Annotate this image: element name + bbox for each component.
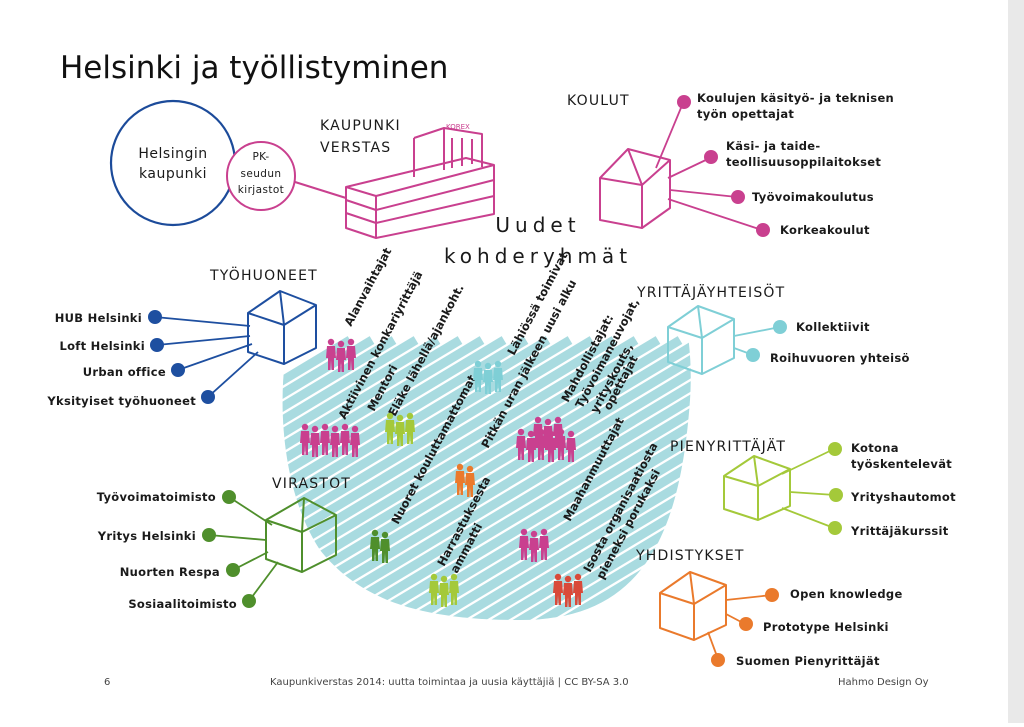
koulut-connectors [655, 102, 763, 231]
tyohuoneet-item-4: Yksityiset työhuoneet [46, 394, 196, 408]
pienyrittajat-label: PIENYRITTÄJÄT [670, 437, 786, 455]
virastot-connectors [208, 496, 279, 602]
stripe [950, 340, 1008, 640]
yrittajayhteisot-label: YRITTÄJÄYHTEISÖT [636, 283, 785, 301]
virastot-dots [202, 490, 256, 608]
yhdistykset-label: YHDISTYKSET [635, 548, 745, 564]
virastot-item-3: Nuorten Respa [120, 565, 220, 579]
stripe [463, 336, 691, 620]
yrittajayhteisot-dots [746, 320, 787, 362]
virastot-house-icon [265, 497, 337, 573]
stripe [282, 336, 683, 620]
virastot-item-1: Työvoimatoimisto [97, 490, 216, 504]
stripe [282, 336, 397, 620]
libraries-connector [294, 181, 347, 199]
stripe [353, 336, 691, 620]
tyohuoneet-connectors [154, 316, 259, 398]
stripe [282, 336, 375, 620]
yhdistykset-dots [711, 588, 779, 667]
koulut-item-2a: Käsi- ja taide- [726, 139, 820, 153]
koulut-item-2b: teollisuusoppilaitokset [726, 155, 881, 169]
libraries-line2: seudun [241, 168, 282, 180]
stripe [375, 336, 691, 620]
stripe [419, 336, 691, 620]
koulut-label: KOULUT [567, 93, 630, 109]
stripe [331, 336, 691, 620]
pienyrittajat-item-1b: työskentelevät [851, 457, 952, 471]
koulut-item-1a: Koulujen käsityö- ja teknisen [697, 91, 894, 105]
stripe [282, 336, 463, 620]
kaupunkiverstas-building-icon [345, 127, 495, 239]
stripe [282, 336, 419, 620]
stripe [441, 336, 691, 620]
city-label-line2: kaupunki [139, 166, 207, 182]
stripe [282, 336, 441, 620]
stripe [397, 336, 691, 620]
tyohuoneet-dots [148, 310, 215, 404]
stripe [282, 336, 595, 620]
yhdistykset-house-icon [659, 571, 727, 641]
kaupunkiverstas-sign: KOREX [446, 123, 470, 131]
stripe [309, 336, 691, 620]
yrittajayhteisot-item-1: Kollektiivit [796, 320, 870, 334]
slide: Helsinki ja työllistyminen Helsingin kau… [46, 50, 1008, 688]
tyohuoneet-house-icon [247, 290, 317, 365]
stripe [282, 336, 617, 620]
stripe [282, 336, 639, 620]
yhdistykset-item-3: Suomen Pienyrittäjät [736, 654, 880, 668]
center-title-line1: Uudet [495, 213, 580, 237]
yhdistykset-item-1: Open knowledge [790, 587, 903, 601]
stripe [507, 336, 691, 620]
tg-alanvaihtajat: Alanvaihtajat [341, 245, 394, 329]
libraries-line1: PK- [252, 151, 269, 163]
tyohuoneet-item-2: Loft Helsinki [59, 339, 145, 353]
diagram-canvas: Helsinki ja työllistyminen Helsingin kau… [46, 50, 1008, 688]
stripe [282, 336, 661, 620]
koulut-item-3: Työvoimakoulutus [752, 190, 874, 204]
tyohuoneet-item-1: HUB Helsinki [55, 311, 142, 325]
tyohuoneet-item-3: Urban office [83, 365, 166, 379]
pienyrittajat-dots [828, 442, 843, 535]
yrittajayhteisot-item-2: Roihuvuoren yhteisö [770, 351, 910, 365]
stripe [282, 336, 507, 620]
libraries-line3: kirjastot [238, 184, 284, 196]
pienyrittajat-item-2: Yrityshautomot [850, 490, 956, 504]
stripe [529, 336, 691, 620]
pienyrittajat-item-3: Yrittäjäkurssit [850, 524, 949, 538]
koulut-dots [677, 95, 770, 237]
city-label-line1: Helsingin [138, 146, 207, 162]
kaupunkiverstas-label-line2: VERSTAS [320, 140, 391, 156]
footer-company: Hahmo Design Oy [838, 677, 929, 688]
stripe [282, 336, 529, 620]
city-of-helsinki: Helsingin kaupunki [109, 99, 237, 227]
libraries-circle: PK- seudun kirjastot [226, 141, 296, 211]
side-scroll-region [1008, 0, 1024, 723]
pienyrittajat-connectors [781, 448, 836, 529]
stripe [282, 336, 551, 620]
stripe [994, 340, 1008, 640]
tyohuoneet-label: TYÖHUONEET [209, 266, 318, 284]
virastot-item-4: Sosiaalitoimisto [128, 597, 237, 611]
stripe [287, 336, 691, 620]
koulut-item-4: Korkeakoulut [780, 223, 870, 237]
koulut-item-1b: työn opettajat [697, 107, 794, 121]
footer-page-number: 6 [104, 677, 110, 688]
page-title: Helsinki ja työllistyminen [60, 50, 448, 86]
yhdistykset-item-2: Prototype Helsinki [763, 620, 889, 634]
stripe [282, 336, 485, 620]
koulut-house-icon [599, 148, 671, 229]
pienyrittajat-item-1a: Kotona [851, 441, 899, 455]
virastot-item-2: Yritys Helsinki [97, 529, 196, 543]
footer-center-text: Kaupunkiverstas 2014: uutta toimintaa ja… [270, 677, 629, 688]
yrittajayhteisot-house-icon [667, 305, 735, 375]
center-title-line2: kohderyhmät [444, 244, 632, 268]
pienyrittajat-house-icon [723, 455, 791, 521]
virastot-label: VIRASTOT [272, 476, 351, 492]
kaupunkiverstas-label-line1: KAUPUNKI [320, 118, 401, 134]
stripe [972, 340, 1008, 640]
